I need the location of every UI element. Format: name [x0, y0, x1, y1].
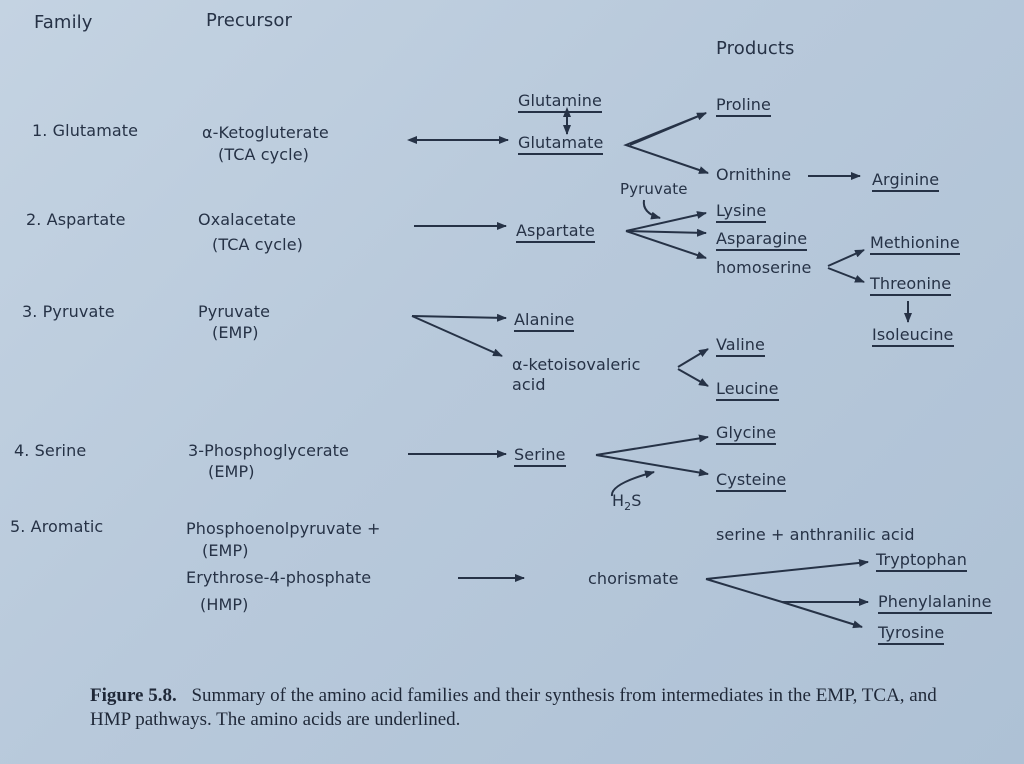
pyruvate-side-input: Pyruvate	[620, 180, 688, 198]
amino-threonine: Threonine	[870, 275, 952, 296]
family-aromatic: 5. Aromatic	[10, 517, 104, 536]
amino-cysteine: Cysteine	[716, 471, 787, 492]
amino-serine: Serine	[514, 446, 566, 467]
family-glutamate: 1. Glutamate	[32, 121, 139, 140]
column-header-products: Products	[716, 38, 795, 59]
precursor-emp-3: (EMP)	[202, 541, 249, 560]
amino-proline: Proline	[716, 96, 771, 117]
amino-valine: Valine	[716, 336, 765, 357]
amino-aspartate: Aspartate	[516, 222, 595, 243]
amino-lysine: Lysine	[716, 202, 767, 223]
amino-leucine: Leucine	[716, 380, 779, 401]
amino-arginine: Arginine	[872, 171, 940, 192]
serine-anthranilic-label: serine + anthranilic acid	[716, 525, 915, 544]
intermediate-chorismate: chorismate	[588, 569, 679, 588]
intermediate-ornithine: Ornithine	[716, 165, 792, 184]
amino-glutamine: Glutamine	[518, 92, 602, 113]
column-header-precursor: Precursor	[206, 10, 293, 31]
amino-asparagine: Asparagine	[716, 230, 808, 251]
amino-tyrosine: Tyrosine	[878, 624, 945, 645]
precursor-ketogluterate: α-Ketogluterate	[202, 123, 329, 142]
precursor-oxalacetate: Oxalacetate	[198, 210, 297, 229]
precursor-pyruvate: Pyruvate	[198, 302, 271, 321]
figure-caption-text: Summary of the amino acid families and t…	[90, 685, 937, 730]
intermediate-acid: acid	[512, 375, 546, 394]
amino-alanine: Alanine	[514, 311, 575, 332]
precursor-pep: Phosphoenolpyruvate +	[186, 519, 381, 538]
family-aspartate: 2. Aspartate	[26, 210, 126, 229]
figure-label: Figure 5.8.	[90, 685, 177, 706]
precursor-emp-2: (EMP)	[208, 462, 255, 481]
amino-phenylalanine: Phenylalanine	[878, 593, 992, 614]
amino-glycine: Glycine	[716, 424, 777, 445]
figure-caption: Figure 5.8. Summary of the amino acid fa…	[90, 684, 950, 732]
family-pyruvate: 3. Pyruvate	[22, 302, 115, 321]
family-serine: 4. Serine	[14, 441, 87, 460]
precursor-tca-1: (TCA cycle)	[218, 145, 309, 164]
precursor-tca-2: (TCA cycle)	[212, 235, 303, 254]
column-header-family: Family	[34, 12, 93, 33]
amino-tryptophan: Tryptophan	[876, 551, 967, 572]
amino-methionine: Methionine	[870, 234, 960, 255]
precursor-hmp: (HMP)	[200, 595, 249, 614]
intermediate-homoserine: homoserine	[716, 258, 812, 277]
amino-isoleucine: Isoleucine	[872, 326, 954, 347]
intermediate-ketoisovaleric: α-ketoisovaleric	[512, 355, 641, 374]
precursor-emp-1: (EMP)	[212, 323, 259, 342]
precursor-erythrose: Erythrose-4-phosphate	[186, 568, 372, 587]
precursor-phosphoglycerate: 3-Phosphoglycerate	[188, 441, 349, 460]
amino-glutamate: Glutamate	[518, 134, 604, 155]
h2s-label: H2S	[612, 491, 642, 514]
